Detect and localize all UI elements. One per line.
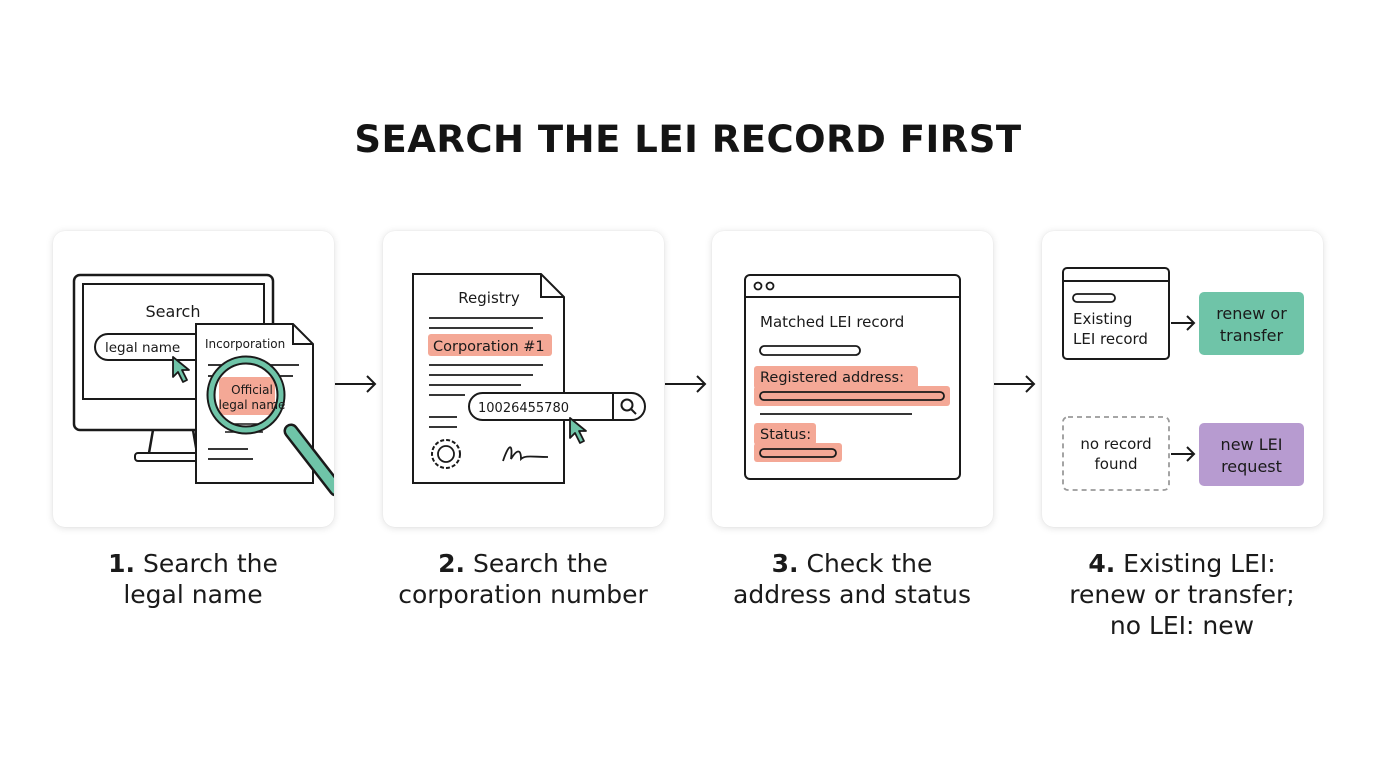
cursor-icon [569, 417, 587, 444]
legal-name-input-value: legal name [105, 340, 180, 356]
step-1-number: 1. [108, 549, 136, 578]
corporation-number-value: 10026455780 [478, 401, 569, 416]
step-4-caption-line3: no LEI: new [1109, 611, 1255, 640]
arrow-right-icon [665, 375, 707, 393]
step-2-number: 2. [438, 549, 466, 578]
new-request-line2: request [1221, 457, 1282, 476]
magnified-text-line2: legal name [219, 398, 286, 412]
step-3-caption: 3. Check the address and status [692, 548, 1012, 610]
renew-transfer-line1: renew or [1216, 304, 1287, 323]
matched-record-title: Matched LEI record [760, 313, 904, 331]
step-4-number: 4. [1088, 549, 1116, 578]
seal-icon [431, 439, 461, 469]
corporation-number-search-field [468, 392, 646, 421]
renew-transfer-line2: transfer [1220, 326, 1284, 345]
arrow-right-icon [994, 375, 1036, 393]
step-4-caption: 4. Existing LEI: renew or transfer; no L… [1022, 548, 1342, 641]
step-1-caption-line2: legal name [123, 580, 263, 609]
arrow-right-icon [335, 375, 377, 393]
no-record-line1: no record [1080, 435, 1151, 453]
registry-title: Registry [458, 289, 520, 307]
browser-window-icon [744, 274, 961, 480]
step-2-caption-line1: Search the [472, 549, 608, 578]
step-4-caption-line2: renew or transfer; [1069, 580, 1295, 609]
signature-icon [502, 446, 549, 462]
magnified-text-line1: Official [231, 383, 273, 397]
existing-record-box [1062, 267, 1170, 360]
step-2-card: Registry Corporation #1 10026455780 [383, 231, 664, 527]
search-icon [620, 398, 637, 415]
page-title: SEARCH THE LEI RECORD FIRST [354, 118, 1022, 161]
step-3-illustration: Matched LEI record Registered address: S… [744, 274, 961, 480]
step-4-illustration: Existing LEI record renew or transfer no… [1062, 267, 1304, 491]
step-3-card: Matched LEI record Registered address: S… [712, 231, 993, 527]
step-1-card: Search legal name Incorporation Official… [53, 231, 334, 527]
step-3-caption-line2: address and status [733, 580, 971, 609]
magnifier-icon [206, 355, 334, 497]
step-4-caption-line1: Existing LEI: [1123, 549, 1276, 578]
step-2-caption-line2: corporation number [398, 580, 648, 609]
existing-record-line1: Existing [1073, 310, 1132, 328]
registered-address-label: Registered address: [760, 370, 904, 386]
existing-record-line2: LEI record [1073, 330, 1148, 348]
no-record-box [1062, 416, 1170, 491]
registry-document-icon [412, 273, 565, 484]
search-label: Search [146, 302, 201, 321]
step-3-number: 3. [771, 549, 799, 578]
new-request-line1: new LEI [1221, 435, 1283, 454]
new-request-box [1199, 423, 1304, 486]
step-1-caption: 1. Search the legal name [33, 548, 353, 610]
step-3-caption-line1: Check the [806, 549, 933, 578]
arrow-right-icon [1171, 315, 1196, 331]
arrow-right-icon [1171, 446, 1196, 462]
step-1-illustration: Search legal name Incorporation Official… [72, 273, 334, 497]
incorporation-title: Incorporation [205, 337, 285, 351]
cursor-icon [172, 356, 190, 383]
step-2-illustration: Registry Corporation #1 10026455780 [412, 273, 646, 484]
renew-transfer-box [1199, 292, 1304, 355]
step-2-caption: 2. Search the corporation number [363, 548, 683, 610]
step-1-caption-line1: Search the [142, 549, 278, 578]
step-4-card: Existing LEI record renew or transfer no… [1042, 231, 1323, 527]
no-record-line2: found [1095, 455, 1138, 473]
status-label: Status: [760, 427, 811, 443]
corporation-highlight: Corporation #1 [433, 339, 545, 355]
